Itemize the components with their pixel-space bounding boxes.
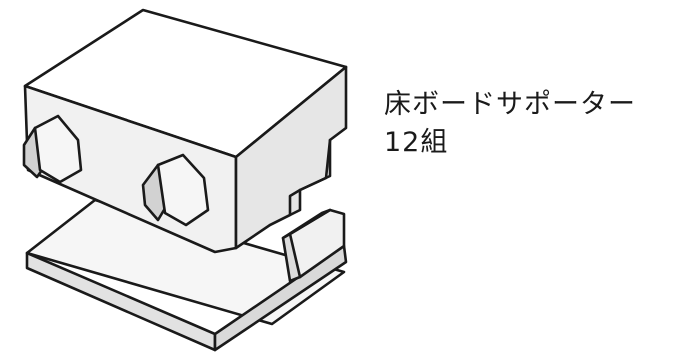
- upper-block-step-lower: [268, 188, 302, 227]
- base-plate: [25, 198, 348, 352]
- part-name: 床ボードサポーター: [384, 89, 636, 120]
- part-quantity: 12組: [384, 127, 449, 158]
- right-hex-bolt: [141, 153, 210, 227]
- base-plate-tab: [281, 232, 302, 283]
- part-label: 床ボードサポーター 12組: [384, 86, 636, 162]
- base-plate-top: [25, 198, 346, 326]
- left-hex-bolt: [22, 114, 83, 184]
- right-hex-bolt-face: [156, 153, 210, 227]
- upper-block-step-notch: [298, 138, 332, 192]
- left-hex-bolt-face: [33, 114, 83, 184]
